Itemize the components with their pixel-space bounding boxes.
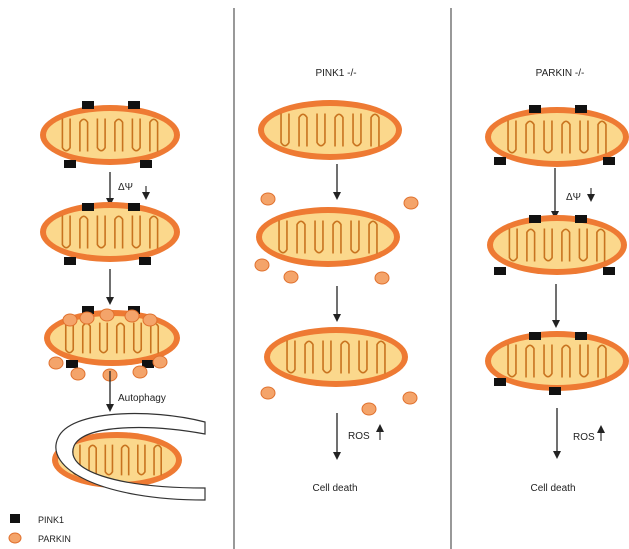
- legend: PINK1 PARKIN: [9, 514, 71, 544]
- pink1-marker: [140, 160, 152, 168]
- parkin-marker: [49, 357, 63, 369]
- mitochondrion-depolarized: [40, 202, 180, 262]
- matrix: [491, 337, 623, 385]
- panel-header-pink1-ko: PINK1 -/-: [315, 68, 356, 79]
- ros-label-pink1: ROS: [348, 431, 370, 442]
- legend-parkin-label: PARKIN: [38, 534, 71, 544]
- matrix: [46, 111, 174, 159]
- pink1-marker: [575, 215, 587, 223]
- pink1-marker: [549, 387, 561, 395]
- parkin-marker: [261, 387, 275, 399]
- parkin-marker: [133, 366, 147, 378]
- panel-header-parkin-ko: PARKIN -/-: [536, 68, 585, 79]
- mitochondrion-parkinko-3: [485, 331, 629, 391]
- ros-label-parkin: ROS: [573, 432, 595, 443]
- parkin-marker: [143, 314, 157, 326]
- matrix: [491, 113, 623, 161]
- mitochondrion-pink1ko-2: [256, 207, 400, 267]
- pink1-marker: [128, 203, 140, 211]
- pink1-marker: [66, 360, 78, 368]
- pink1-marker: [529, 215, 541, 223]
- pink1-marker: [82, 101, 94, 109]
- parkin-marker: [375, 272, 389, 284]
- parkin-marker: [80, 312, 94, 324]
- parkin-marker: [362, 403, 376, 415]
- pink1-marker: [575, 332, 587, 340]
- parkin-marker: [255, 259, 269, 271]
- mitochondrion-pink1ko-1: [258, 100, 402, 160]
- mitochondrion-pink1ko-3: [264, 327, 408, 387]
- parkin-marker: [125, 310, 139, 322]
- parkin-marker: [403, 392, 417, 404]
- autophagy-label: Autophagy: [118, 393, 166, 404]
- parkin-marker: [71, 368, 85, 380]
- matrix: [262, 213, 394, 261]
- matrix: [46, 208, 174, 256]
- pink1-marker: [529, 105, 541, 113]
- pink1-marker: [575, 105, 587, 113]
- parkin-marker: [63, 314, 77, 326]
- parkin-marker: [153, 356, 167, 368]
- cell-death-label-parkin: Cell death: [530, 483, 575, 494]
- shapes-layer: [40, 100, 629, 488]
- parkin-marker: [404, 197, 418, 209]
- matrix: [264, 106, 396, 154]
- mitochondrion-parkinko-2: [487, 215, 627, 275]
- pink1-marker: [603, 157, 615, 165]
- mitochondrion-healthy: [40, 105, 180, 165]
- pink1-marker: [64, 160, 76, 168]
- pink1-marker: [64, 257, 76, 265]
- pink1-marker: [494, 267, 506, 275]
- pink1-marker: [603, 267, 615, 275]
- pink1-marker: [82, 203, 94, 211]
- legend-pink1-label: PINK1: [38, 515, 64, 525]
- membrane-potential-label: ΔΨ: [118, 182, 133, 193]
- pink1-marker: [128, 101, 140, 109]
- pink1-marker: [529, 332, 541, 340]
- pink1-marker: [139, 257, 151, 265]
- cell-death-label-pink1: Cell death: [312, 483, 357, 494]
- parkin-marker: [284, 271, 298, 283]
- legend-pink1-square-icon: [10, 514, 20, 523]
- membrane-potential-label-parkin: ΔΨ: [566, 192, 581, 203]
- pink1-marker: [494, 378, 506, 386]
- parkin-marker: [100, 309, 114, 321]
- matrix: [270, 333, 402, 381]
- matrix: [493, 221, 621, 269]
- legend-parkin-circle-icon: [9, 533, 21, 543]
- parkin-marker: [261, 193, 275, 205]
- pink1-marker: [494, 157, 506, 165]
